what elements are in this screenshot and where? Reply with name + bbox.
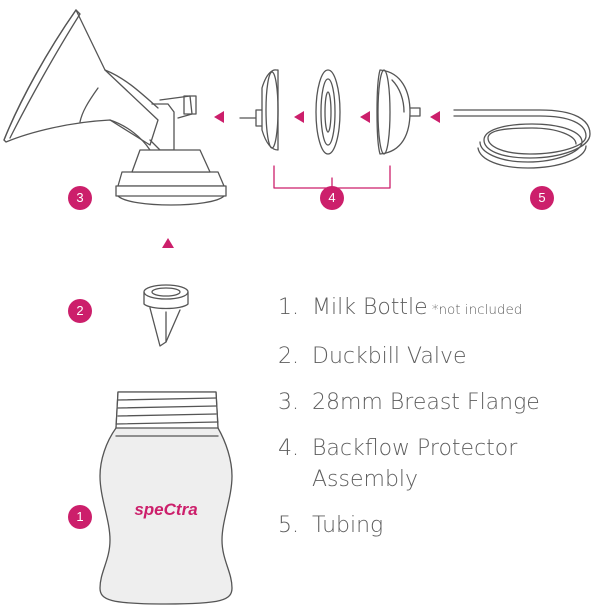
backflow-cap	[376, 69, 421, 155]
breast-flange	[3, 9, 227, 206]
badge-part-4: 4	[320, 186, 344, 210]
duckbill-valve	[143, 284, 189, 347]
brand-logo: speCtra	[134, 500, 198, 519]
legend-label: Duckbill Valve	[312, 344, 467, 369]
arrow-up-icon	[162, 238, 174, 248]
arrow-left-icon	[430, 111, 440, 123]
legend-label: Milk Bottle	[312, 295, 428, 320]
legend-item: 2. Duckbill Valve	[278, 341, 598, 372]
arrow-left-icon	[294, 111, 304, 123]
badge-part-1: 1	[68, 505, 92, 529]
legend-label: Backflow Protector Assembly	[312, 436, 518, 492]
parts-legend: 1. Milk Bottle*not included 2. Duckbill …	[278, 292, 598, 556]
legend-number: 3.	[278, 390, 299, 415]
legend-item: 5. Tubing	[278, 510, 598, 541]
arrow-left-icon	[214, 111, 224, 123]
legend-number: 5.	[278, 513, 299, 538]
legend-number: 1.	[278, 295, 299, 320]
legend-item: 3. 28mm Breast Flange	[278, 387, 598, 418]
legend-item: 1. Milk Bottle*not included	[278, 292, 598, 326]
legend-label: 28mm Breast Flange	[312, 390, 540, 415]
backflow-membrane	[315, 69, 341, 155]
tubing	[453, 109, 591, 169]
legend-note: *not included	[431, 302, 523, 318]
legend-item: 4. Backflow Protector Assembly	[278, 433, 598, 495]
milk-bottle	[99, 391, 233, 605]
legend-number: 2.	[278, 344, 299, 369]
backflow-connector	[239, 69, 279, 151]
legend-number: 4.	[278, 436, 299, 461]
badge-part-2: 2	[68, 299, 92, 323]
arrow-left-icon	[360, 111, 370, 123]
legend-label: Tubing	[312, 513, 384, 538]
badge-part-5: 5	[530, 186, 554, 210]
badge-part-3: 3	[68, 186, 92, 210]
